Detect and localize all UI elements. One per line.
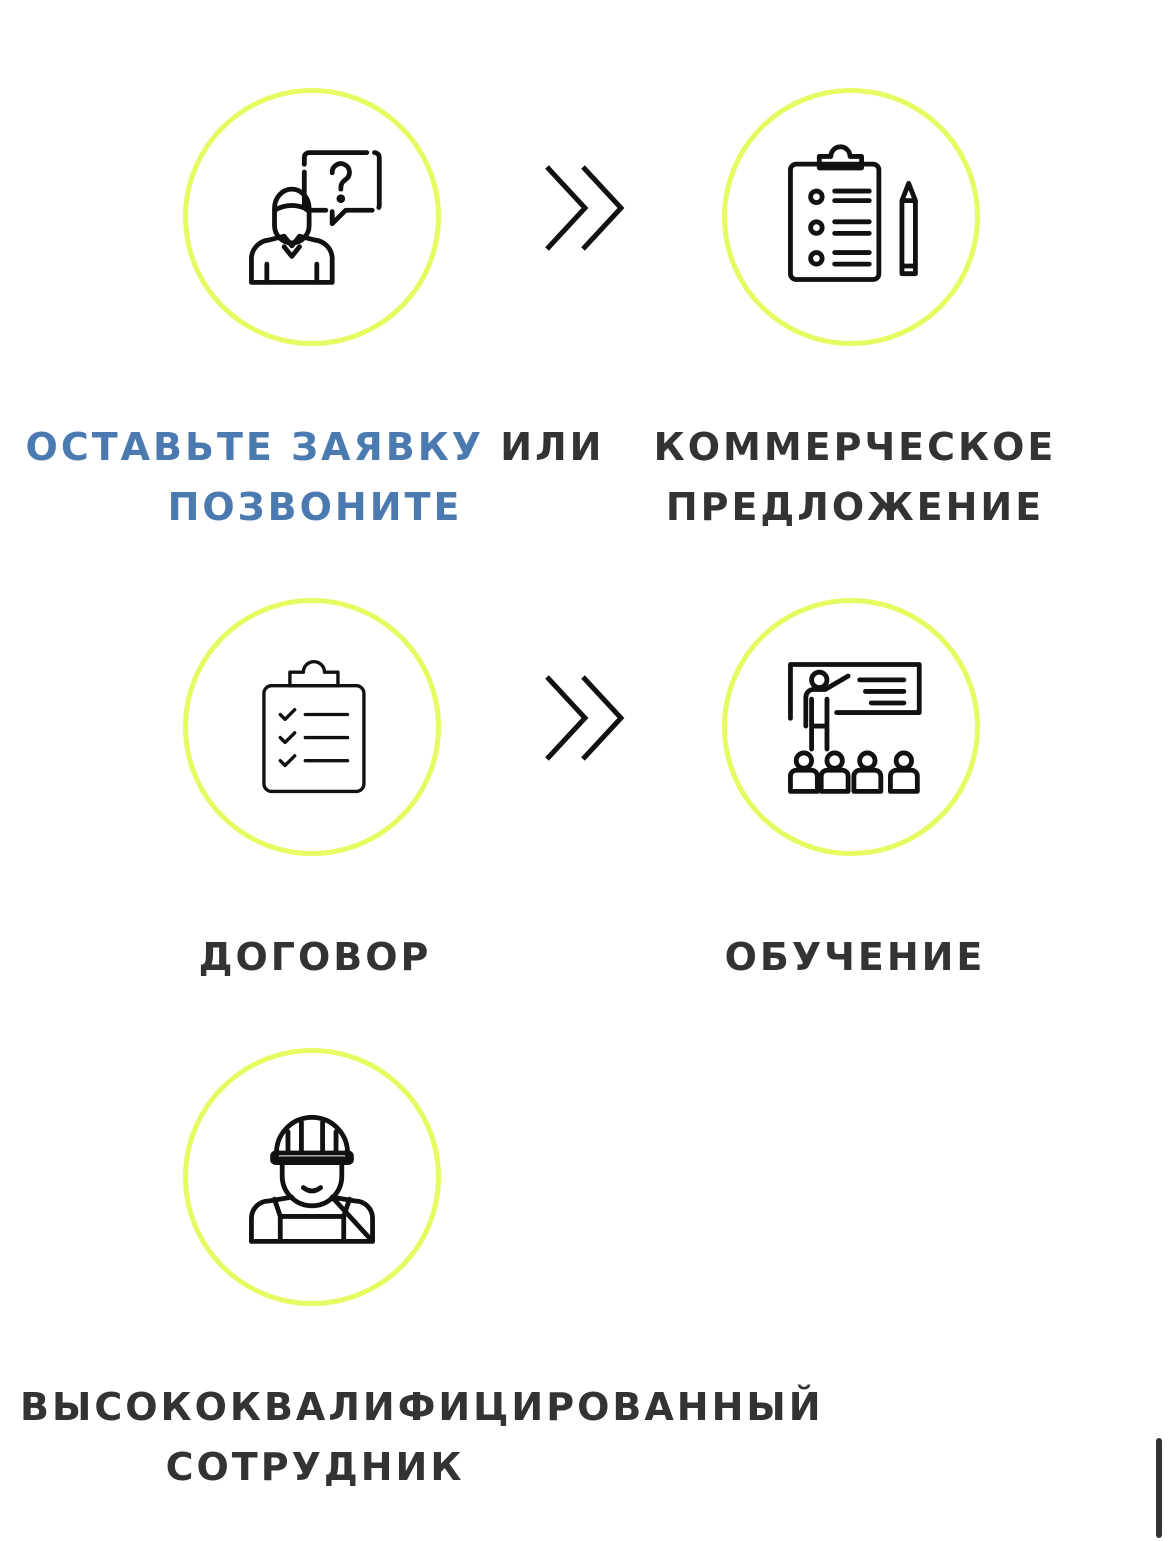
label-or-text: ИЛИ — [500, 425, 605, 469]
call-link[interactable]: ПОЗВОНИТЕ — [167, 485, 463, 529]
step-circle-offer — [722, 88, 980, 346]
clipboard-checklist-pencil-icon — [788, 144, 918, 282]
worker-label-line1: ВЫСОКОКВАЛИФИЦИРОВАННЫЙ — [20, 1385, 824, 1429]
step-circle-worker — [183, 1048, 441, 1306]
step-label-worker: ВЫСОКОКВАЛИФИЦИРОВАННЫЙ СОТРУДНИК — [20, 1377, 821, 1497]
step-circle-contract — [183, 598, 441, 856]
step-circle-request — [183, 88, 441, 346]
training-label: ОБУЧЕНИЕ — [724, 935, 986, 979]
step-circle-training — [722, 598, 980, 856]
step-label-offer: КОММЕРЧЕСКОЕ ПРЕДЛОЖЕНИЕ — [600, 417, 1110, 537]
offer-label-line1: КОММЕРЧЕСКОЕ — [653, 425, 1057, 469]
step-label-request: ОСТАВЬТЕ ЗАЯВКУ ИЛИ ПОЗВОНИТЕ — [20, 417, 610, 537]
leave-request-link[interactable]: ОСТАВЬТЕ ЗАЯВКУ — [25, 425, 485, 469]
step-label-training: ОБУЧЕНИЕ — [600, 927, 1110, 987]
double-chevron-right-icon — [545, 675, 625, 761]
worker-label-line2: СОТРУДНИК — [165, 1445, 465, 1489]
scrollbar-thumb[interactable] — [1156, 1438, 1162, 1538]
clipboard-checkmarks-icon — [262, 660, 366, 794]
construction-worker-icon — [249, 1115, 375, 1244]
contract-label: ДОГОВОР — [198, 935, 432, 979]
step-label-contract: ДОГОВОР — [60, 927, 570, 987]
teacher-presentation-icon — [788, 662, 922, 794]
double-chevron-right-icon — [545, 165, 625, 251]
offer-label-line2: ПРЕДЛОЖЕНИЕ — [665, 485, 1045, 529]
support-person-question-icon — [249, 150, 382, 285]
